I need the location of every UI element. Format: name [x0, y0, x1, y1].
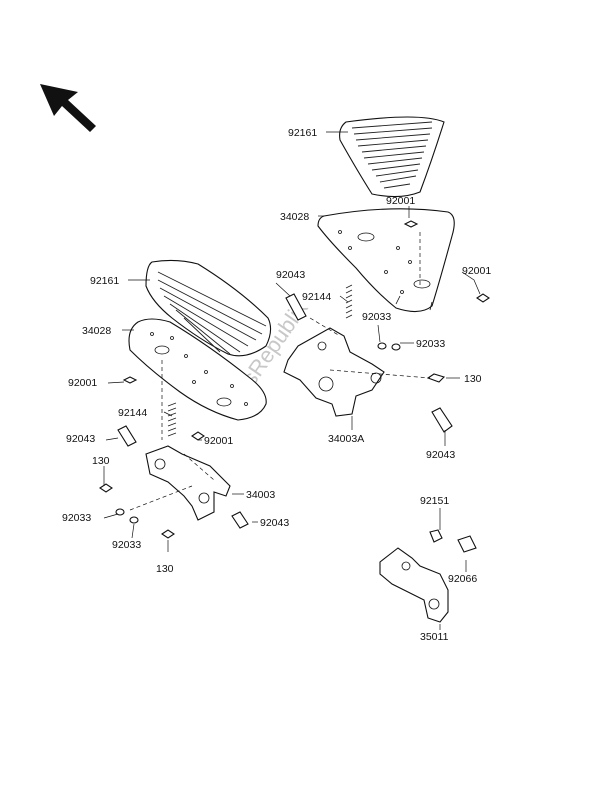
label-35011: 35011	[420, 631, 449, 643]
label-34028-left: 34028	[82, 325, 111, 337]
label-34003: 34003	[246, 489, 275, 501]
pin-right-lower	[431, 407, 453, 433]
label-92033-left-1: 92033	[62, 512, 91, 524]
washer-left-1	[115, 508, 125, 516]
bracket-left	[145, 445, 231, 521]
label-130-right: 130	[464, 373, 482, 385]
label-92144-right: 92144	[302, 291, 331, 303]
label-92151: 92151	[420, 495, 449, 507]
washer-right-2	[391, 343, 401, 351]
label-92043-right-upper: 92043	[276, 269, 305, 281]
rubber-pad-right	[339, 116, 445, 198]
bolt-left-lower	[161, 529, 175, 539]
label-92001-left-lower: 92001	[204, 435, 233, 447]
pin-right-upper	[285, 293, 307, 321]
washer-right-1	[377, 342, 387, 350]
label-92144-left: 92144	[118, 407, 147, 419]
rubber-pad-left	[145, 259, 272, 357]
spring-left	[167, 402, 177, 437]
label-34028-right: 34028	[280, 211, 309, 223]
pin-left-lower	[231, 511, 249, 529]
pin-left-upper	[117, 425, 137, 447]
label-130-left-lower: 130	[156, 563, 174, 575]
label-92001-right-lower: 92001	[462, 265, 491, 277]
label-92043-left-upper: 92043	[66, 433, 95, 445]
floorboard-plate-left	[128, 318, 267, 421]
floorboard-plate-right	[317, 208, 455, 313]
label-92033-right-1: 92033	[362, 311, 391, 323]
label-92033-right-2: 92033	[416, 338, 445, 350]
screw-right-lower	[476, 293, 490, 303]
leader-lines	[103, 131, 481, 630]
screw-left-lower	[191, 431, 205, 441]
screw-left-upper	[122, 376, 138, 384]
bracket-right	[283, 327, 385, 417]
label-92161-right: 92161	[288, 127, 317, 139]
label-34003A: 34003A	[328, 433, 364, 445]
front-arrow-icon	[40, 84, 96, 132]
label-92033-left-2: 92033	[112, 539, 141, 551]
label-92001-left-upper: 92001	[68, 377, 97, 389]
bolt-right	[426, 373, 446, 383]
label-92161-left: 92161	[90, 275, 119, 287]
label-92043-left-lower: 92043	[260, 517, 289, 529]
bolt-left-upper	[99, 483, 113, 493]
washer-left-2	[129, 516, 139, 524]
stay-bracket	[379, 547, 449, 623]
bolt-92151	[429, 529, 443, 543]
label-130-left-upper: 130	[92, 455, 110, 467]
block-92066	[457, 535, 477, 553]
label-92066: 92066	[448, 573, 477, 585]
label-92043-right-lower: 92043	[426, 449, 455, 461]
label-92001-right-upper: 92001	[386, 195, 415, 207]
spring-right	[345, 284, 353, 319]
screw-right-upper	[403, 220, 419, 228]
